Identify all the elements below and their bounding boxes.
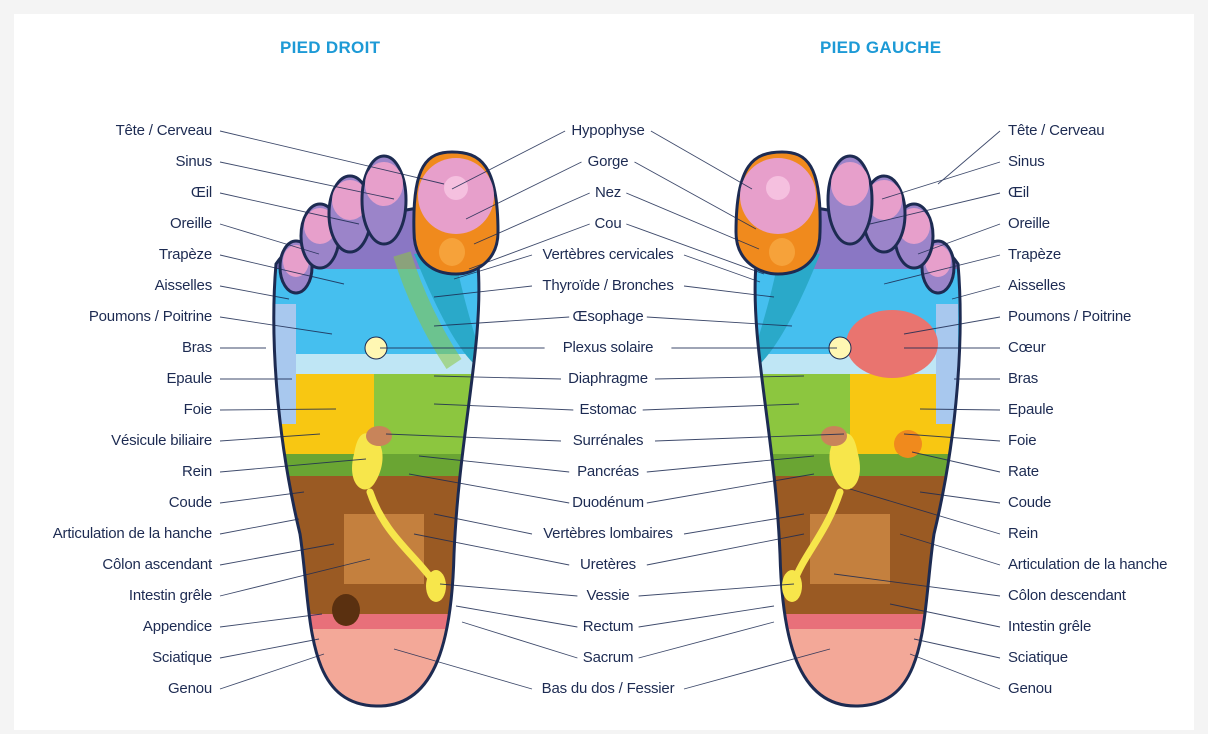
label-center: Œsophage [573,308,644,326]
leader-line [914,639,1000,658]
label-center: Surrénales [573,432,644,450]
label-right-foot: Sciatique [152,649,212,667]
leader-line [639,606,774,627]
label-right-foot: Foie [184,401,212,419]
label-right-foot: Poumons / Poitrine [89,308,212,326]
label-center: Vessie [587,587,630,605]
label-left-foot: Rate [1008,463,1039,481]
leader-line [220,639,319,658]
label-center: Vertèbres lombaires [543,525,673,543]
label-center: Vertèbres cervicales [542,246,673,264]
label-left-foot: Poumons / Poitrine [1008,308,1131,326]
label-right-foot: Appendice [143,618,212,636]
label-right-foot: Tête / Cerveau [116,122,212,140]
label-left-foot: Intestin grêle [1008,618,1091,636]
label-right-foot: Sinus [175,153,212,171]
label-right-foot: Trapèze [159,246,212,264]
leader-line [462,622,577,658]
leader-line [220,654,324,689]
label-right-foot: Oreille [170,215,212,233]
label-center: Duodénum [572,494,644,512]
label-right-foot: Genou [168,680,212,698]
leader-line [910,654,1000,689]
label-center: Cou [595,215,622,233]
leader-line [651,131,752,189]
label-center: Pancréas [577,463,639,481]
reflexology-chart: PIED DROIT PIED GAUCHE [14,14,1194,730]
label-right-foot: Articulation de la hanche [53,525,212,543]
label-left-foot: Sciatique [1008,649,1068,667]
label-center: Thyroïde / Bronches [542,277,673,295]
leader-line [220,131,444,184]
label-center: Rectum [583,618,633,636]
label-left-foot: Cœur [1008,339,1046,357]
label-left-foot: Tête / Cerveau [1008,122,1104,140]
label-left-foot: Œil [1008,184,1029,202]
leader-line [882,162,1000,199]
label-center: Plexus solaire [563,339,654,357]
label-left-foot: Foie [1008,432,1036,450]
label-right-foot: Côlon ascendant [102,556,212,574]
right-foot [254,152,498,719]
label-left-foot: Oreille [1008,215,1050,233]
label-center: Bas du dos / Fessier [542,680,675,698]
label-right-foot: Epaule [166,370,212,388]
label-left-foot: Rein [1008,525,1038,543]
label-center: Diaphragme [568,370,648,388]
label-right-foot: Aisselles [155,277,212,295]
left-foot [736,152,990,719]
leader-line [639,584,794,596]
label-center: Hypophyse [571,122,644,140]
label-center: Sacrum [583,649,633,667]
label-left-foot: Epaule [1008,401,1054,419]
label-right-foot: Coude [169,494,212,512]
label-center: Gorge [588,153,629,171]
label-left-foot: Coude [1008,494,1051,512]
label-right-foot: Rein [182,463,212,481]
leader-line [440,584,577,596]
leader-line [938,131,1000,184]
label-right-foot: Bras [182,339,212,357]
label-left-foot: Articulation de la hanche [1008,556,1167,574]
label-left-foot: Côlon descendant [1008,587,1126,605]
label-left-foot: Trapèze [1008,246,1061,264]
label-left-foot: Aisselles [1008,277,1065,295]
label-left-foot: Sinus [1008,153,1045,171]
label-right-foot: Intestin grêle [129,587,212,605]
label-right-foot: Vésicule biliaire [111,432,212,450]
leader-line [220,519,299,534]
label-right-foot: Œil [191,184,212,202]
label-center: Estomac [580,401,637,419]
label-center: Nez [595,184,621,202]
label-left-foot: Genou [1008,680,1052,698]
leader-line [639,622,774,658]
leader-line [220,614,322,627]
leader-line [456,606,577,627]
label-center: Uretères [580,556,636,574]
label-left-foot: Bras [1008,370,1038,388]
